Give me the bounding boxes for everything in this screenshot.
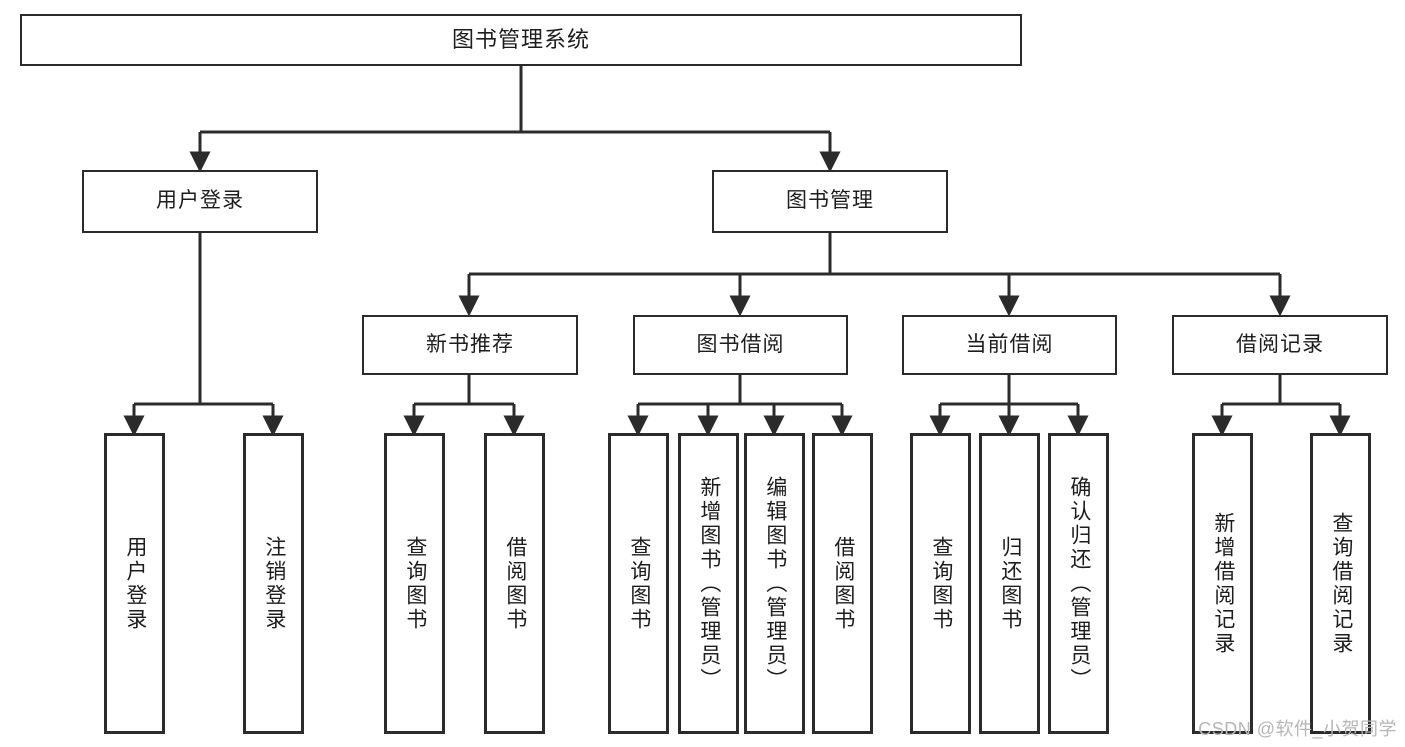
- node-label: 查询图书: [403, 535, 427, 632]
- node-label: 确认归还（管理员）: [1067, 475, 1091, 692]
- leaf-new-book-2[interactable]: 借阅图书: [484, 433, 545, 734]
- leaf-book-borrow-4[interactable]: 借阅图书: [812, 433, 873, 734]
- node-label: 查询图书: [627, 535, 651, 632]
- leaf-user-login-1[interactable]: 用户登录: [104, 433, 165, 734]
- node-label: 查询图书: [929, 535, 953, 632]
- node-current-borrow[interactable]: 当前借阅: [902, 315, 1117, 375]
- leaf-new-book-1[interactable]: 查询图书: [384, 433, 445, 734]
- leaf-book-borrow-2[interactable]: 新增图书（管理员）: [678, 433, 739, 734]
- node-label: 新增借阅记录: [1211, 511, 1235, 656]
- leaf-book-borrow-1[interactable]: 查询图书: [608, 433, 669, 734]
- node-label: 当前借阅: [965, 332, 1054, 356]
- leaf-borrow-records-1[interactable]: 新增借阅记录: [1192, 433, 1253, 734]
- leaf-user-login-2[interactable]: 注销登录: [243, 433, 304, 734]
- node-label: 用户登录: [156, 189, 244, 213]
- node-user-login[interactable]: 用户登录: [82, 170, 318, 233]
- leaf-borrow-records-2[interactable]: 查询借阅记录: [1310, 433, 1371, 734]
- node-label: 新书推荐: [426, 332, 514, 356]
- node-label: 注销登录: [262, 535, 286, 632]
- node-new-book-recommend[interactable]: 新书推荐: [362, 315, 578, 375]
- node-label: 图书管理: [786, 189, 874, 213]
- leaf-book-borrow-3[interactable]: 编辑图书（管理员）: [744, 433, 805, 734]
- leaf-current-borrow-2[interactable]: 归还图书: [979, 433, 1040, 734]
- node-label: 借阅图书: [503, 535, 527, 632]
- node-label: 编辑图书（管理员）: [763, 475, 787, 692]
- node-book-borrow[interactable]: 图书借阅: [633, 315, 848, 375]
- node-root-system[interactable]: 图书管理系统: [20, 14, 1022, 66]
- leaf-current-borrow-1[interactable]: 查询图书: [910, 433, 971, 734]
- node-label: 图书借阅: [696, 332, 785, 356]
- node-label: 新增图书（管理员）: [697, 475, 721, 692]
- node-label: 归还图书: [998, 535, 1022, 632]
- leaf-current-borrow-3[interactable]: 确认归还（管理员）: [1048, 433, 1109, 734]
- node-borrow-records[interactable]: 借阅记录: [1172, 315, 1388, 375]
- node-label: 借阅记录: [1236, 332, 1324, 356]
- watermark-text: CSDN @软件_小贺同学: [1198, 719, 1397, 739]
- node-label: 查询借阅记录: [1329, 511, 1353, 656]
- node-book-management[interactable]: 图书管理: [712, 170, 948, 233]
- node-label: 用户登录: [123, 535, 147, 632]
- node-label: 图书管理系统: [451, 27, 590, 53]
- node-label: 借阅图书: [831, 535, 855, 632]
